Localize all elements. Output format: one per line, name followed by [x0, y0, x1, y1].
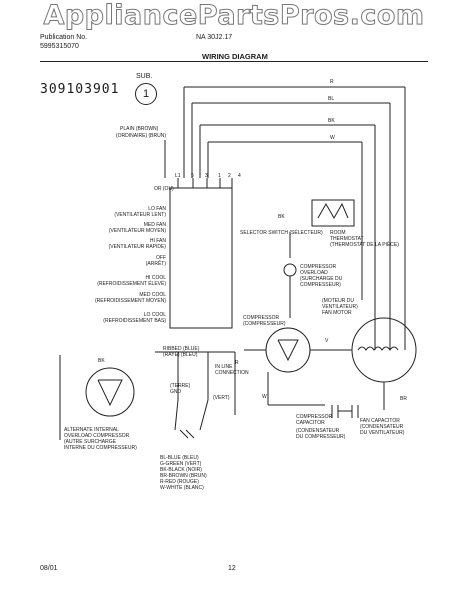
publication-label: Publication No.: [40, 34, 88, 41]
ribbed-label: RIBBED (BLUE)(RAYÉ) (BLEU): [163, 346, 200, 358]
vert-label: (VERT): [213, 395, 230, 401]
terminal-5: 5: [191, 173, 194, 179]
footer-date: 08/01: [40, 565, 58, 572]
sub-label: SUB.: [136, 73, 153, 80]
terminal-2: 2: [228, 173, 231, 179]
switch-position-hi-fan: HI FAN(VENTILATEUR RAPIDE): [108, 238, 166, 250]
wire-tag-bk-alt: BK: [98, 358, 105, 364]
wire-tag-v: V: [325, 338, 329, 344]
color-legend: BL-BLUE (BLEU) G-GREEN (VERT) BK-BLACK (…: [160, 455, 207, 491]
diagram-code: 309103901: [40, 82, 120, 97]
wire-tag-br: BR: [400, 396, 407, 402]
wire-label-bk: BK: [328, 118, 335, 124]
footer-page-number: 12: [228, 565, 236, 572]
or-label: OR (OU): [154, 186, 174, 192]
terminal-1: 1: [218, 173, 221, 179]
switch-position-lo-fan: LO FAN(VENTILATEUR LENT): [114, 206, 166, 218]
wire-tag-w-lower: W: [262, 394, 267, 400]
watermark: AppliancePartsPros.com: [43, 0, 425, 32]
switch-position-med-fan: MED FAN(VENTILATEUR MOYEN): [108, 222, 166, 234]
terminal-3: 3: [205, 173, 208, 179]
page-title: WIRING DIAGRAM: [202, 52, 268, 61]
title-rule: [40, 61, 428, 62]
model-fragment: NA 30J2.17: [196, 34, 233, 41]
wire-label-bl: BL: [328, 96, 335, 102]
terminal-l1: L1: [175, 173, 181, 179]
terminal-4: 4: [238, 173, 241, 179]
publication-number: 5995315070: [40, 43, 79, 50]
wire-tag-bk: BK: [278, 214, 285, 220]
compressor-label: COMPRESSOR(COMPRESSEUR): [243, 315, 286, 327]
sub-number-circle: 1: [135, 83, 157, 105]
wire-label-r: R: [330, 79, 334, 85]
ground-label: (TERRE)GND: [170, 383, 191, 395]
switch-position-off: OFF(ARRÊT): [145, 255, 166, 267]
wire-label-w: W: [330, 135, 335, 141]
switch-position-lo-cool: LO COOL(REFROIDISSEMENT BAS): [103, 312, 166, 324]
switch-position-med-cool: MED COOL(REFROIDISSEMENT MOYEN): [94, 292, 166, 304]
plain-label-fr: (ORDINAIRE) (BRUN): [116, 133, 166, 139]
wire-tag-r-lower: R: [235, 360, 239, 366]
plain-label: PLAIN (BROWN): [120, 126, 159, 132]
selector-switch-label: SELECTOR SWITCH (SÉLECTEUR): [240, 230, 323, 236]
switch-position-hi-cool: HI COOL(REFROIDISSEMENT ÉLEVÉ): [97, 275, 166, 287]
